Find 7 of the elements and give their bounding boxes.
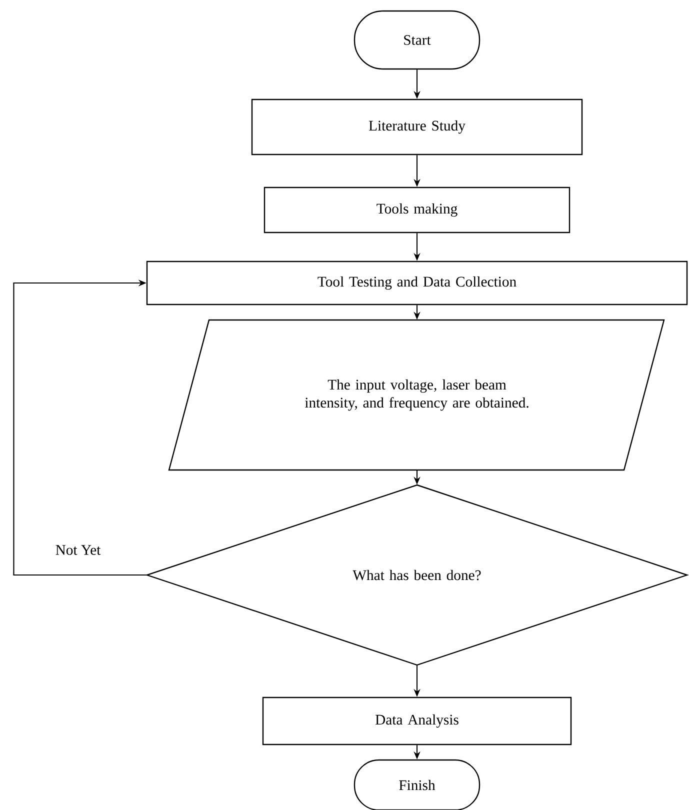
- process-box: Tool Testing and Data Collection: [146, 260, 688, 306]
- process-box: Tools making: [264, 186, 570, 234]
- edge-label: Not Yet: [54, 544, 102, 556]
- data-parallelogram: The input voltage, laser beam intensity, and frequency are obtained.: [168, 319, 665, 471]
- arrow: [13, 280, 147, 576]
- process-box: Literature Study: [251, 98, 583, 156]
- process-box: Data Analysis: [262, 696, 572, 746]
